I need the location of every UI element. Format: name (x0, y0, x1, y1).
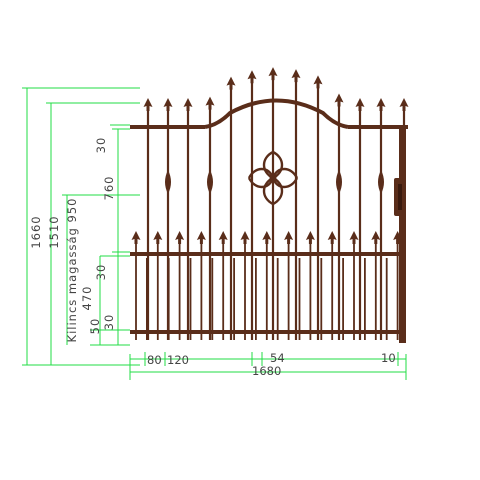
dim-end-gap: 10 (381, 351, 396, 365)
picket-spear-tip (205, 96, 215, 110)
picket-spear-tip (183, 98, 193, 111)
picket-spear-tip (143, 98, 153, 111)
lower-spear-tip (349, 231, 359, 244)
picket-spear-tip (376, 98, 386, 111)
lower-spear-tip (175, 231, 185, 244)
picket-spear-tip (268, 67, 278, 81)
dim-post-height: 1510 (47, 215, 61, 248)
picket-leaf-ornament (378, 170, 384, 194)
picket-spear-tip (226, 76, 236, 90)
dim-handle-height: Kilincs magasság 950 (65, 198, 79, 343)
dim-post-width: 80 (147, 353, 162, 367)
scroll-center (269, 174, 277, 182)
lower-spear-tip (284, 231, 294, 244)
dim-ornament: 54 (270, 351, 285, 365)
lower-spear-tip (153, 231, 163, 244)
picket-spear-tip (247, 70, 257, 84)
scroll-curl (271, 167, 299, 189)
picket-spear-tip (399, 98, 409, 111)
picket-spear-tip (291, 69, 301, 83)
dim-bottom-rail: 30 (102, 314, 116, 331)
dim-mid-rail: 30 (94, 264, 108, 281)
arched-top-rail (204, 98, 349, 129)
dim-overall-height: 1660 (29, 215, 43, 248)
picket-spear-tip (163, 98, 173, 111)
lower-spear-tip (393, 231, 403, 244)
lower-spear-tip (262, 231, 272, 244)
gate-structure (130, 67, 409, 343)
dim-bottom-gap: 50 (88, 318, 102, 335)
lower-spear-tip (305, 231, 315, 244)
picket-leaf-ornament (336, 170, 342, 194)
picket-leaf-ornament (207, 170, 213, 194)
picket-spear-tip (313, 75, 323, 89)
lower-spear-tip (218, 231, 228, 244)
dim-upper-panel: 760 (102, 176, 116, 201)
lower-spear-tip (240, 231, 250, 244)
lower-spear-tip (371, 231, 381, 244)
lower-spear-tip (327, 231, 337, 244)
lower-spear-tip (196, 231, 206, 244)
scroll-ornament (247, 150, 299, 206)
picket-leaf-ornament (165, 170, 171, 194)
lower-spear-tip (131, 231, 141, 244)
hinge-post (399, 125, 406, 343)
dim-overall-width: 1680 (252, 364, 281, 378)
dim-lower-panel: 470 (80, 286, 94, 311)
dimension-lines (22, 87, 407, 380)
picket-spear-tip (334, 93, 344, 107)
dim-top-rail: 30 (94, 137, 108, 154)
top-rail-right (348, 125, 408, 129)
picket-spear-tip (355, 98, 365, 111)
dim-spacing: 120 (167, 353, 189, 367)
lock-slot (398, 184, 402, 210)
